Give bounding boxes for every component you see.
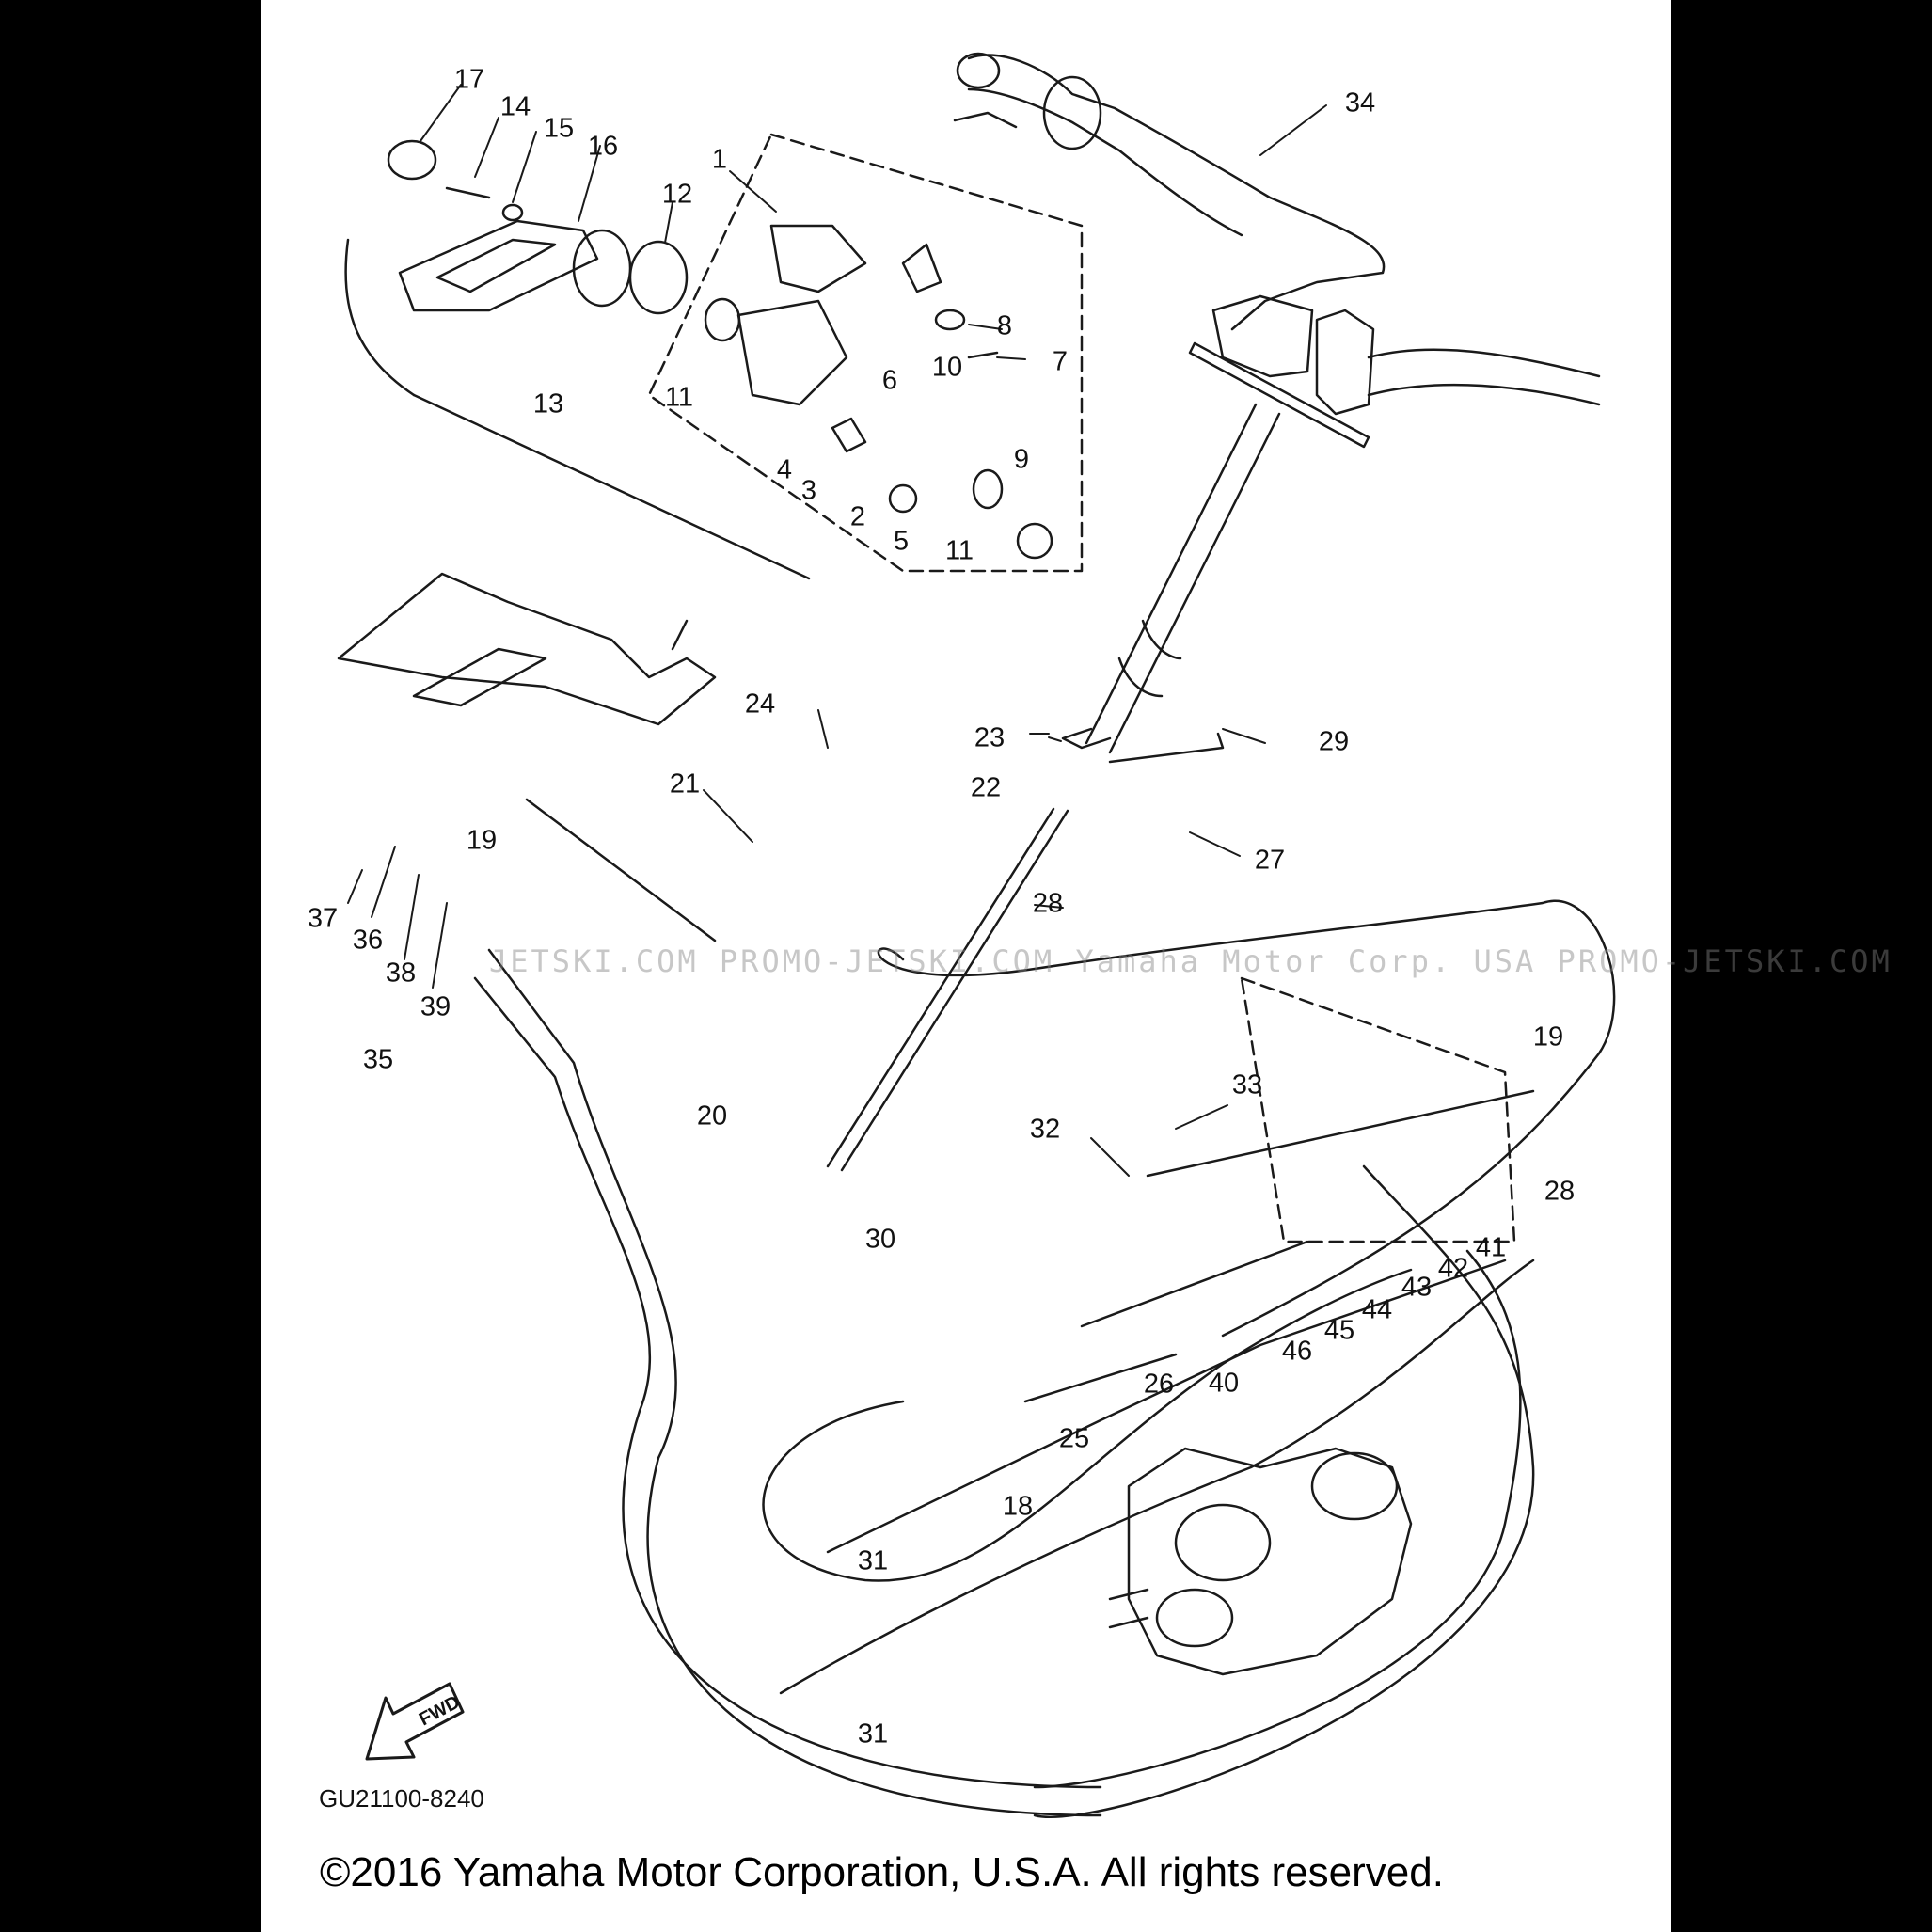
callout-2: 2 (849, 501, 866, 532)
callout-31: 31 (857, 1545, 889, 1576)
fwd-arrow-icon (365, 1682, 465, 1761)
callout-21: 21 (669, 768, 701, 800)
copyright-notice: ©2016 Yamaha Motor Corporation, U.S.A. A… (320, 1849, 1444, 1895)
callout-11: 11 (944, 535, 974, 566)
callout-11: 11 (664, 382, 694, 413)
callout-35: 35 (362, 1044, 394, 1075)
callout-28: 28 (1032, 888, 1064, 919)
callout-41: 41 (1475, 1232, 1507, 1263)
cables (473, 798, 1616, 1818)
callout-37: 37 (307, 903, 339, 934)
watermark: JETSKI.COM PROMO-JETSKI.COM Yamaha Motor… (489, 943, 1892, 979)
callout-46: 46 (1281, 1336, 1313, 1367)
callout-39: 39 (420, 991, 451, 1022)
diagram-sheet (261, 0, 1671, 1932)
callout-13: 13 (532, 388, 564, 420)
callout-14: 14 (499, 91, 531, 122)
callout-6: 6 (881, 365, 898, 396)
callout-27: 27 (1254, 845, 1286, 876)
callout-29: 29 (1318, 726, 1350, 757)
callout-15: 15 (543, 113, 575, 144)
leader-lines (347, 84, 1327, 1177)
callout-26: 26 (1143, 1369, 1175, 1400)
callout-4: 4 (776, 454, 793, 485)
callout-28: 28 (1544, 1176, 1576, 1207)
callout-44: 44 (1361, 1294, 1393, 1325)
callout-30: 30 (864, 1224, 896, 1255)
part-box-1 (647, 133, 1084, 573)
handlebar (953, 52, 1601, 449)
callout-25: 25 (1058, 1423, 1090, 1454)
callout-40: 40 (1208, 1368, 1240, 1399)
callout-1: 1 (711, 144, 728, 175)
callout-22: 22 (970, 772, 1002, 803)
callout-7: 7 (1052, 346, 1069, 377)
callout-10: 10 (931, 352, 963, 383)
throttle-body (1108, 1447, 1413, 1676)
callout-33: 33 (1231, 1069, 1263, 1101)
callout-12: 12 (661, 179, 693, 210)
callout-18: 18 (1002, 1491, 1034, 1522)
throttle-lever-assembly (337, 139, 1053, 726)
callout-8: 8 (996, 310, 1013, 341)
callout-23: 23 (974, 722, 1006, 753)
callout-45: 45 (1323, 1315, 1355, 1346)
callout-32: 32 (1029, 1114, 1061, 1145)
callout-31: 31 (857, 1718, 889, 1750)
callout-43: 43 (1401, 1272, 1433, 1303)
part-box-4046 (1240, 976, 1516, 1243)
callout-36: 36 (352, 925, 384, 956)
callout-24: 24 (744, 689, 776, 720)
callout-19: 19 (1532, 1021, 1564, 1053)
callout-9: 9 (1013, 444, 1030, 475)
callout-20: 20 (696, 1101, 728, 1132)
callout-34: 34 (1344, 87, 1376, 119)
steering-column (1061, 403, 1281, 764)
diagram-code: GU21100-8240 (319, 1784, 484, 1813)
callout-17: 17 (453, 64, 485, 95)
callout-42: 42 (1437, 1253, 1469, 1284)
callout-3: 3 (800, 475, 817, 506)
callout-19: 19 (466, 825, 498, 856)
callout-38: 38 (385, 958, 417, 989)
callout-16: 16 (587, 131, 619, 162)
callout-5: 5 (893, 526, 910, 557)
